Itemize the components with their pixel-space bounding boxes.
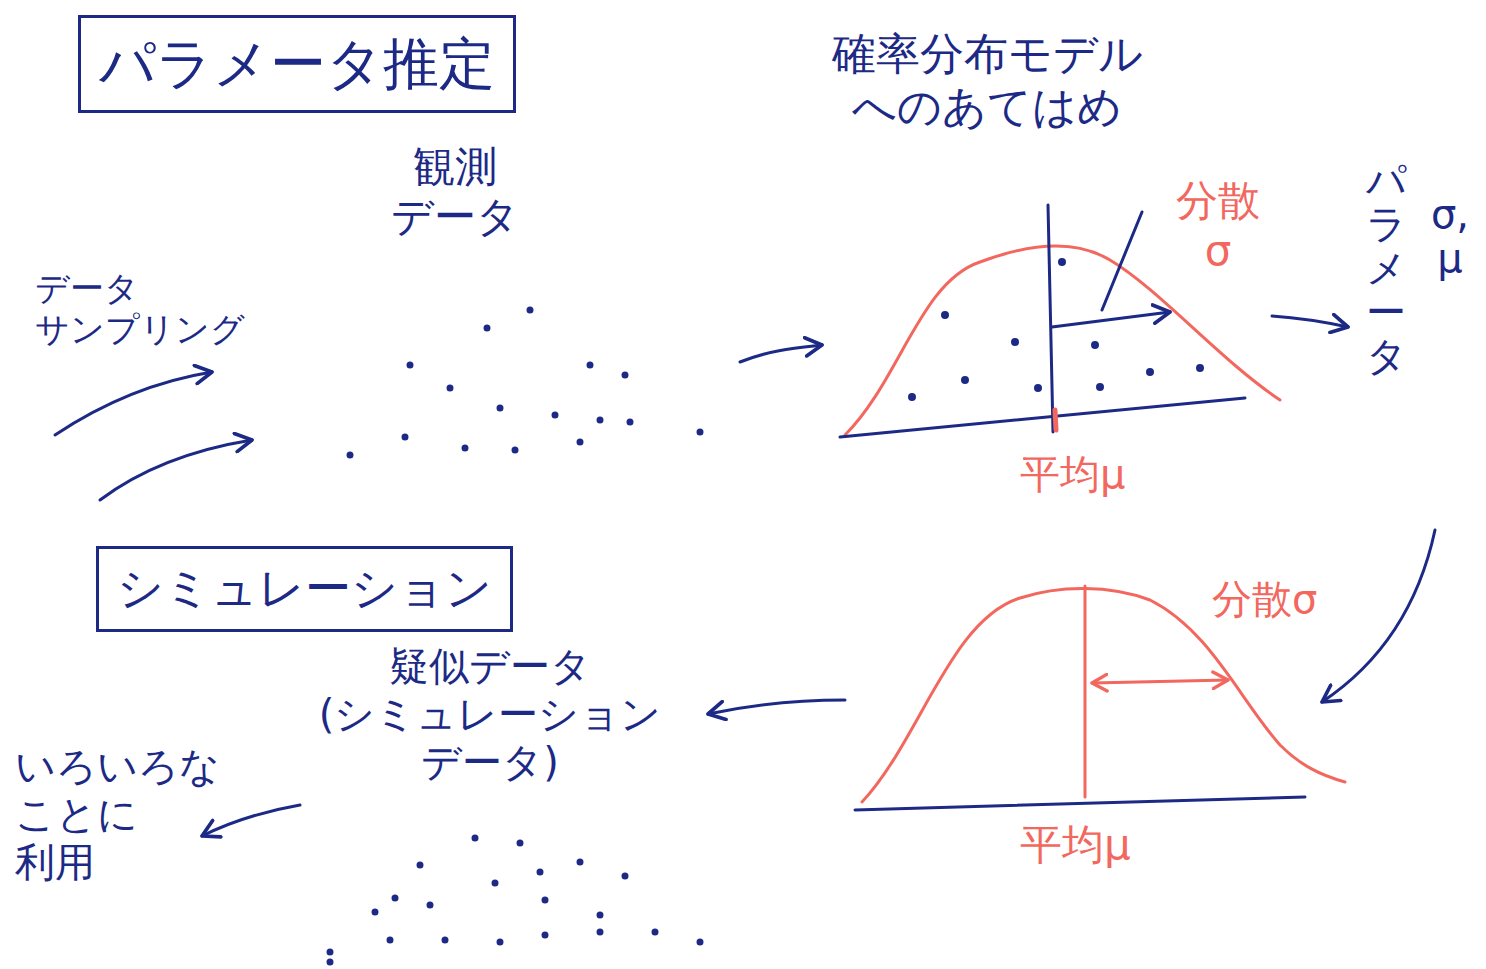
variance-arrow	[1092, 680, 1228, 683]
axis-line	[840, 398, 1245, 437]
leader-line	[1102, 212, 1142, 310]
mean-line	[1084, 586, 1087, 797]
annotation-label: 分散 σ	[1168, 176, 1268, 277]
flow-arrow	[1272, 316, 1348, 327]
title-box: パラメータ推定	[78, 15, 516, 113]
annotation-label: 疑似データ (シミュレーション データ)	[300, 642, 680, 786]
annotation-label: 確率分布モデル へのあてはめ	[812, 28, 1162, 134]
title-text: パラメータ推定	[99, 30, 495, 97]
annotation-label: σ,μ	[1430, 192, 1470, 280]
fitted-dots	[912, 262, 1200, 397]
title-text: シミュレーション	[117, 561, 492, 616]
flow-arrow	[708, 700, 845, 714]
mean-line	[1048, 205, 1053, 432]
variance-arrow	[1052, 312, 1170, 327]
annotation-label: データ サンプリング	[35, 268, 265, 350]
simulated-dots	[330, 838, 700, 962]
title-box: シミュレーション	[96, 546, 513, 632]
flow-arrow	[100, 440, 252, 500]
annotation-label: 平均μ	[1020, 450, 1125, 498]
annotation-label: 平均μ	[1020, 820, 1131, 870]
flow-arrow	[1322, 530, 1435, 702]
flow-arrow	[202, 805, 300, 836]
annotation-label: いろいろな ことに 利用	[15, 742, 230, 886]
annotation-label: 分散σ	[1212, 575, 1317, 623]
mean-mark	[1055, 410, 1056, 430]
data-dots	[350, 310, 700, 455]
flow-arrow	[55, 372, 212, 435]
annotation-label: 観測 データ	[380, 142, 530, 243]
flow-arrow	[740, 345, 822, 362]
axis-line	[855, 797, 1305, 810]
annotation-label: パラメータ	[1366, 158, 1406, 378]
